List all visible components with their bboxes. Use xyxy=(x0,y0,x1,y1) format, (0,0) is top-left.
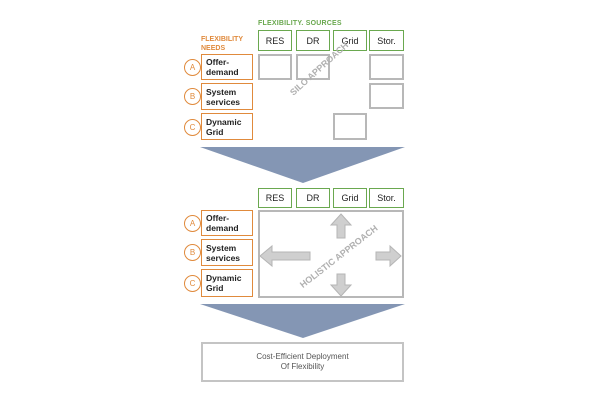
funnel-bottom-shape xyxy=(200,304,405,338)
holistic-arrows xyxy=(259,213,402,297)
need-b-line2-h: services xyxy=(206,252,241,263)
source-dr: DR xyxy=(296,30,330,51)
need-c-line2-h: Grid xyxy=(206,283,224,293)
source-dr-holistic: DR xyxy=(296,188,330,208)
result-line1: Cost-Efficient Deployment xyxy=(256,352,349,361)
silo-cell-dr-a xyxy=(296,54,330,80)
need-a-line2: demand xyxy=(206,67,239,77)
need-letter-a-holistic: A xyxy=(184,215,201,232)
need-letter-b-holistic: B xyxy=(184,244,201,261)
need-a-line1-h: Offer- xyxy=(206,213,230,223)
source-res-holistic: RES xyxy=(258,188,292,208)
arrow-up-icon xyxy=(329,213,353,239)
funnel-top-shape xyxy=(200,147,405,183)
need-letter-c: C xyxy=(184,119,201,136)
need-b-line2: services xyxy=(206,96,241,107)
need-offer-demand-holistic: Offer-demand xyxy=(201,210,253,236)
need-letter-c-holistic: C xyxy=(184,275,201,292)
need-offer-demand: Offer-demand xyxy=(201,54,253,80)
need-b-line1: System xyxy=(206,86,237,97)
need-c-line1-h: Dynamic xyxy=(206,273,242,283)
silo-cell-stor-a xyxy=(369,54,404,80)
need-c-line1: Dynamic xyxy=(206,116,242,127)
arrow-right-icon xyxy=(375,244,402,268)
need-c-line2: Grid xyxy=(206,126,224,137)
source-grid-holistic: Grid xyxy=(333,188,367,208)
silo-cell-grid-c xyxy=(333,113,367,140)
need-letter-a: A xyxy=(184,59,201,76)
result-box: Cost-Efficient Deployment Of Flexibility xyxy=(201,342,404,382)
silo-cell-stor-b xyxy=(369,83,404,109)
flexibility-sources-header: FLEXIBILITY. SOURCES xyxy=(258,20,342,27)
arrow-left-icon xyxy=(259,244,311,268)
need-a-line1: Offer- xyxy=(206,57,230,67)
need-a-line2-h: demand xyxy=(206,223,239,233)
funnel-arrow-bottom xyxy=(200,304,405,338)
funnel-arrow-top xyxy=(200,147,405,183)
source-stor: Stor. xyxy=(369,30,404,51)
source-stor-holistic: Stor. xyxy=(369,188,404,208)
flexibility-needs-header: FLEXIBILITY NEEDS xyxy=(201,35,243,53)
need-letter-b: B xyxy=(184,88,201,105)
need-b-line1-h: System xyxy=(206,242,237,253)
result-line2: Of Flexibility xyxy=(280,362,325,371)
needs-header-line1: FLEXIBILITY xyxy=(201,36,243,43)
source-grid: Grid xyxy=(333,30,367,51)
needs-header-line2: NEEDS xyxy=(201,45,226,52)
source-res: RES xyxy=(258,30,292,51)
silo-cell-res-a xyxy=(258,54,292,80)
arrow-down-icon xyxy=(329,273,353,297)
